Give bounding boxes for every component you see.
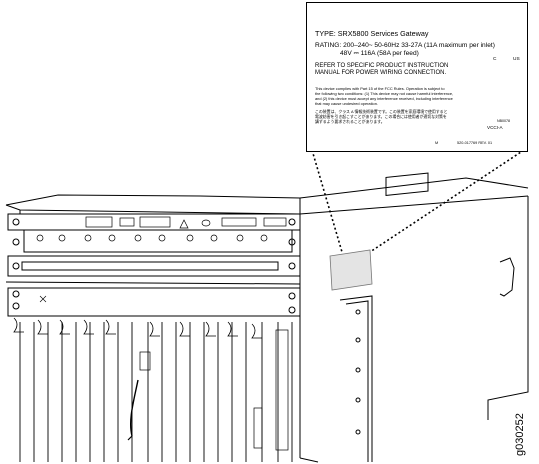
fcc-statement: This device complies with Part 15 of the… xyxy=(315,86,453,106)
rating-block: RATING: 200–240~ 50-60Hz 33-27A (11A max… xyxy=(315,42,495,58)
fcc-line-3: and (2) this device must accept any inte… xyxy=(315,96,453,101)
rating-line-2: 48V ⎓ 116A (58A per feed) xyxy=(340,50,419,57)
fcc-line-4: that may cause undesired operation. xyxy=(315,101,378,106)
jp-line-1: この装置は、クラス A 情報技術装置です。この装置を家庭環境で使用すると xyxy=(315,109,448,114)
product-label: TYPE: SRX5800 Services Gateway RATING: 2… xyxy=(306,2,528,152)
csa-c-label: C xyxy=(493,57,497,62)
jp-line-2: 電波妨害を引き起こすことがあります。この場合には使用者が適切な対策を xyxy=(315,114,447,120)
refer-block: REFER TO SPECIFIC PRODUCT INSTRUCTION MA… xyxy=(315,63,448,78)
refer-line-1: REFER TO SPECIFIC PRODUCT INSTRUCTION xyxy=(315,63,449,69)
part-number: 520-017769 REV. 01 xyxy=(457,141,493,145)
jp-line-3: 講ずるよう要求されることがあります。 xyxy=(315,119,385,125)
vcci-mark: VCCI-A xyxy=(487,125,503,130)
notified-body-number: NB0078 xyxy=(497,119,510,123)
fcc-line-2: the following two conditions: (1) This d… xyxy=(315,91,454,96)
csa-us-label: US xyxy=(513,57,520,62)
m-mark: M xyxy=(435,141,439,145)
callout-lines xyxy=(311,149,525,253)
fcc-line-1: This device complies with Part 15 of the… xyxy=(315,86,445,91)
rating-line-1: RATING: 200–240~ 50-60Hz 33-27A (11A max… xyxy=(315,42,495,49)
figure-id: g030252 xyxy=(514,413,526,456)
type-line: TYPE: SRX5800 Services Gateway xyxy=(315,29,429,38)
chassis xyxy=(5,172,529,463)
refer-line-2: MANUAL FOR POWER WIRING CONNECTION. xyxy=(315,70,447,77)
label-sticker xyxy=(329,249,373,291)
vcci-statement: この装置は、クラス A 情報技術装置です。この装置を家庭環境で使用すると 電波妨… xyxy=(315,109,447,125)
